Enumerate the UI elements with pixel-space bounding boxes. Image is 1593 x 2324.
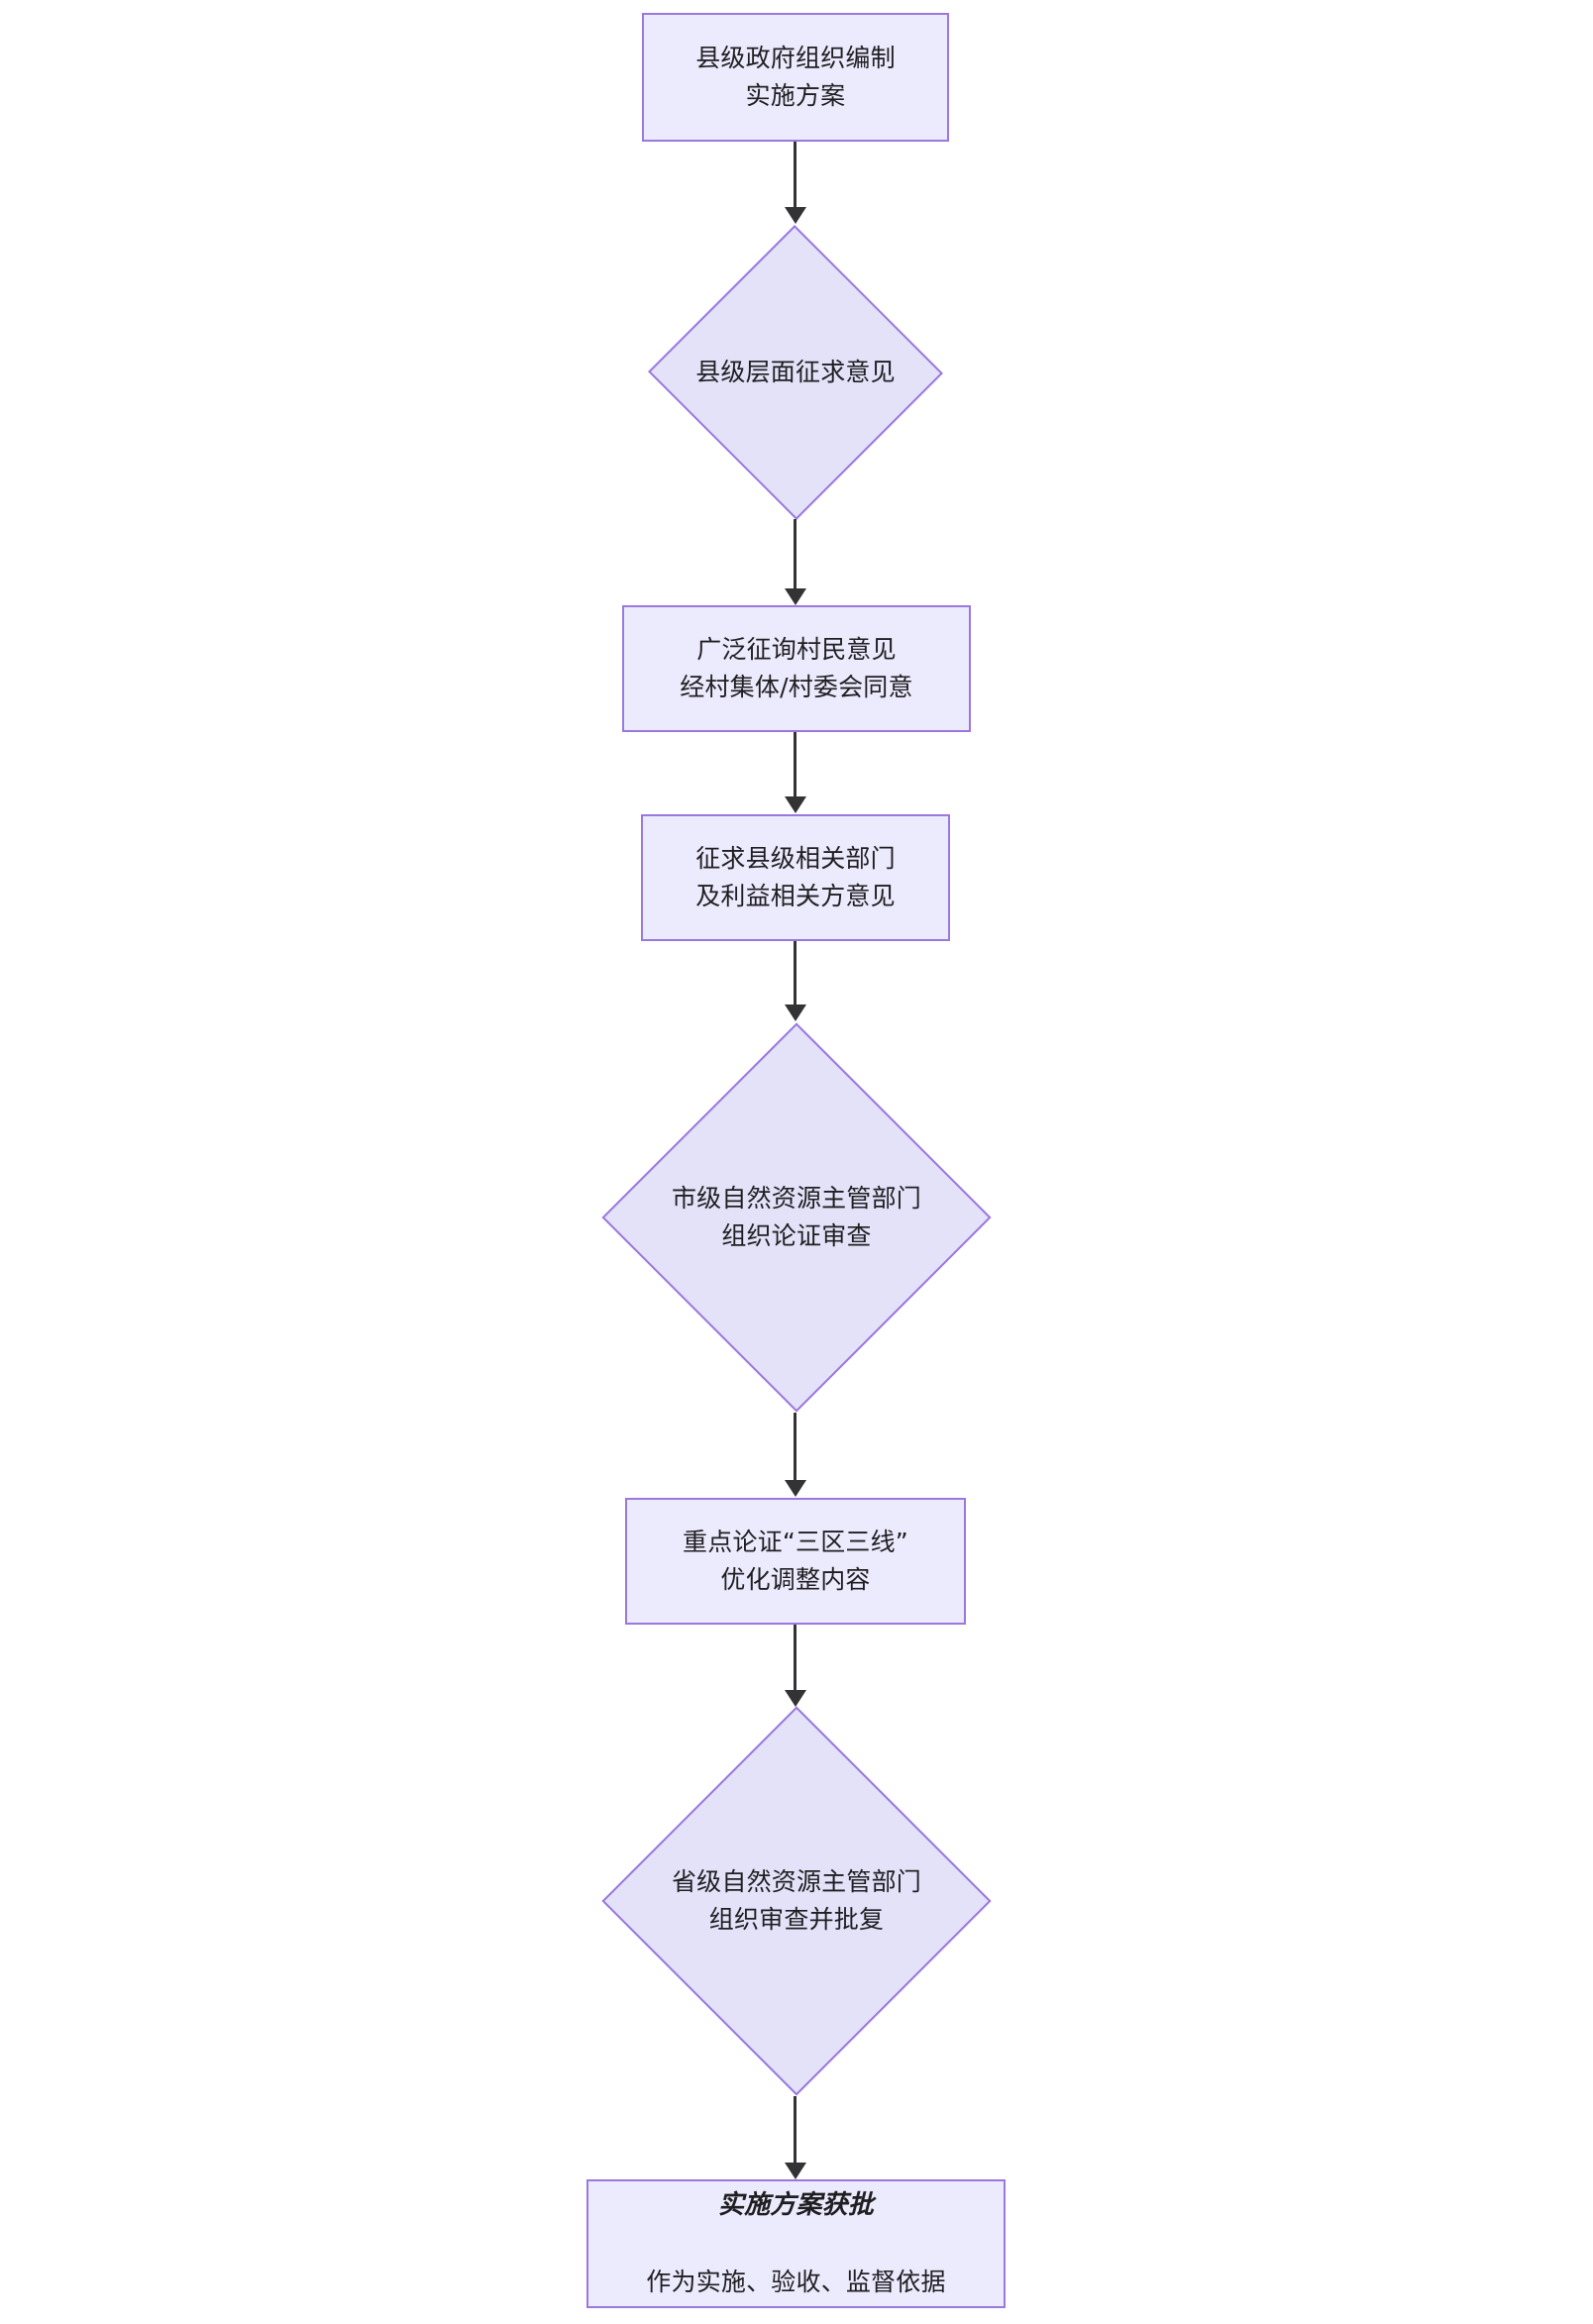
flow-node-label: 县级层面征求意见	[695, 358, 896, 386]
flow-edge-n5-n6	[794, 1413, 796, 1484]
flow-arrowhead-n1-n2	[785, 207, 806, 224]
flow-node-label: 广泛征询村民意见 经村集体/村委会同意	[680, 635, 913, 701]
flow-node-label: 实施方案获批 作为实施、验收、监督依据	[646, 2149, 945, 2324]
flow-edge-n6-n7	[794, 1625, 796, 1694]
flow-node-label: 县级政府组织编制 实施方案	[695, 44, 896, 110]
flow-node-plan-approved-result[interactable]: 实施方案获批 作为实施、验收、监督依据	[586, 2179, 1006, 2308]
flow-edge-n1-n2	[794, 142, 796, 211]
flow-edge-n4-n5	[794, 941, 796, 1008]
flow-node-heading: 实施方案获批	[717, 2190, 875, 2221]
flow-node-villager-consultation[interactable]: 广泛征询村民意见 经村集体/村委会同意	[622, 605, 971, 732]
flow-node-provincial-resources-approval[interactable]: 省级自然资源主管部门 组织审查并批复	[601, 1706, 992, 2096]
flow-arrowhead-n4-n5	[785, 1004, 806, 1021]
flow-edge-n7-n8	[794, 2096, 796, 2166]
flow-node-county-government-drafts-plan[interactable]: 县级政府组织编制 实施方案	[642, 13, 949, 142]
flow-edge-n2-n3	[794, 519, 796, 592]
flow-arrowhead-n2-n3	[785, 588, 806, 605]
flow-arrowhead-n7-n8	[785, 2163, 806, 2179]
flow-arrowhead-n6-n7	[785, 1690, 806, 1707]
flow-node-subtext: 作为实施、验收、监督依据	[646, 2267, 946, 2296]
flow-node-county-level-consultation[interactable]: 县级层面征求意见	[647, 225, 944, 520]
flow-node-label: 重点论证“三区三线” 优化调整内容	[683, 1528, 908, 1594]
flow-node-label: 征求县级相关部门 及利益相关方意见	[695, 844, 896, 910]
flow-node-three-zones-three-lines[interactable]: 重点论证“三区三线” 优化调整内容	[625, 1498, 966, 1625]
flow-node-label: 省级自然资源主管部门 组织审查并批复	[671, 1867, 921, 1934]
flow-edge-n3-n4	[794, 732, 796, 799]
flow-node-label: 市级自然资源主管部门 组织论证审查	[671, 1184, 921, 1250]
flow-arrowhead-n5-n6	[785, 1480, 806, 1497]
flow-arrowhead-n3-n4	[785, 796, 806, 813]
flow-node-county-departments-consultation[interactable]: 征求县级相关部门 及利益相关方意见	[641, 814, 950, 941]
flow-node-municipal-resources-review[interactable]: 市级自然资源主管部门 组织论证审查	[601, 1022, 992, 1413]
